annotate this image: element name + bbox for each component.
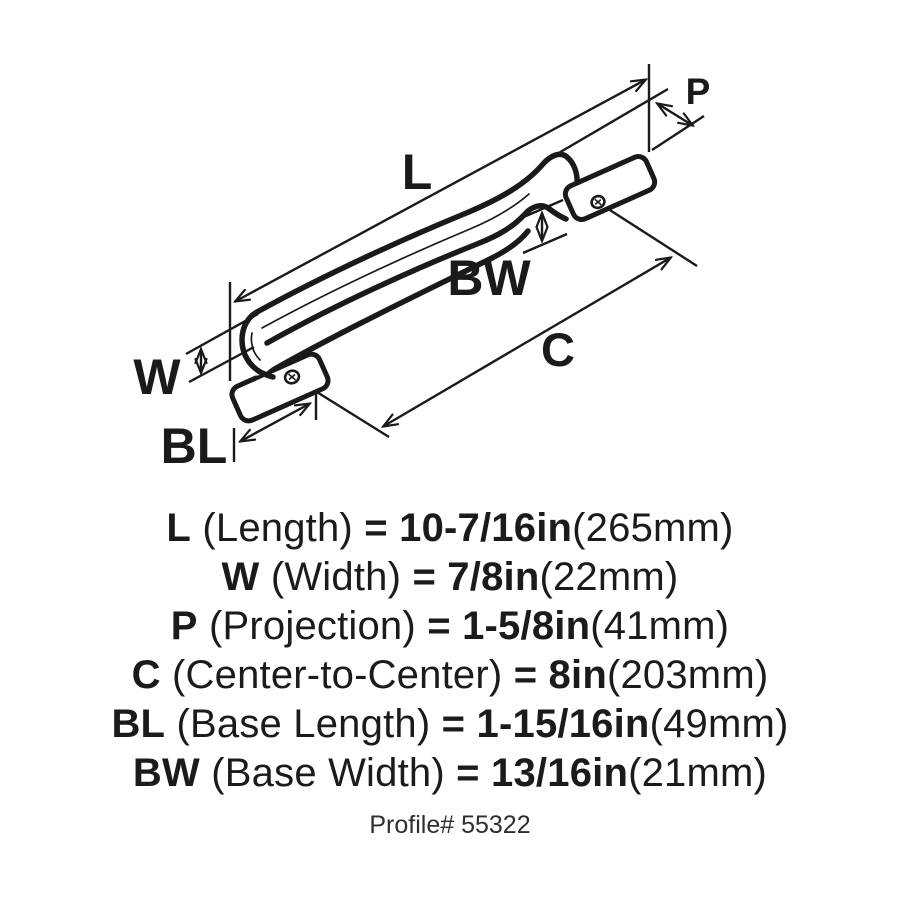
handle-bar: [239, 151, 580, 380]
spec-row-center-to-center: C (Center-to-Center) = 8in(203mm): [132, 651, 769, 700]
spec-abbr: P: [170, 604, 198, 648]
spec-row-projection: P (Projection) = 1-5/8in(41mm): [171, 602, 729, 651]
spec-abbr: W: [221, 555, 260, 599]
c-extension-right: [601, 203, 698, 268]
spec-value: = 10-7/16in: [364, 506, 573, 550]
bar-inner-highlight: [261, 193, 530, 329]
bar-bottom-contour: [270, 228, 531, 373]
spec-metric: (21mm): [628, 751, 768, 795]
spec-metric: (49mm): [649, 702, 789, 746]
p-dimension-arrow: [658, 104, 692, 125]
left-screw: [283, 369, 301, 385]
bw-extension-lower: [522, 232, 568, 255]
spec-row-base-width: BW (Base Width) = 13/16in(21mm): [133, 749, 767, 798]
handle-diagram: L P BW C W BL: [133, 64, 711, 474]
spec-value: = 7/8in: [412, 555, 540, 599]
spec-name: (Base Width): [199, 751, 457, 795]
p-extension-upper: [544, 87, 669, 163]
label-C: C: [541, 323, 575, 376]
spec-metric: (41mm): [590, 604, 730, 648]
dimension-lines: [185, 64, 705, 462]
bar-mid-contour: [264, 203, 569, 346]
spec-abbr: C: [131, 653, 161, 697]
bar-top-contour: [254, 151, 580, 315]
spec-row-width: W (Width) = 7/8in(22mm): [222, 553, 679, 602]
spec-name: (Base Length): [165, 702, 442, 746]
spec-value: = 8in: [513, 653, 607, 697]
spec-value: = 1-15/16in: [441, 702, 650, 746]
spec-name: (Center-to-Center): [160, 653, 514, 697]
spec-name: (Projection): [197, 604, 428, 648]
right-base-plate: [562, 154, 658, 222]
label-BL: BL: [161, 418, 228, 474]
label-P: P: [686, 71, 711, 112]
label-BW: BW: [447, 250, 531, 306]
bar-left-tip-highlight: [250, 332, 261, 361]
spec-metric: (22mm): [539, 555, 679, 599]
label-W: W: [133, 349, 181, 405]
right-screw: [590, 194, 606, 210]
spec-row-length: L (Length) = 10-7/16in(265mm): [166, 504, 733, 553]
c-dimension-line: [384, 258, 670, 426]
spec-list: L (Length) = 10-7/16in(265mm) W (Width) …: [0, 504, 900, 840]
spec-name: (Width): [259, 555, 413, 599]
spec-value: = 13/16in: [456, 751, 629, 795]
p-extension-lower: [651, 114, 705, 152]
spec-name: (Length): [191, 506, 365, 550]
left-neck-mask: [243, 350, 273, 376]
spec-metric: (265mm): [572, 506, 734, 550]
spec-abbr: BW: [132, 751, 200, 795]
bl-dimension-line: [241, 404, 309, 441]
profile-number: Profile# 55322: [369, 811, 531, 839]
spec-metric: (203mm): [606, 653, 769, 697]
bar-left-tip-curl: [239, 309, 276, 380]
label-L: L: [402, 144, 433, 200]
spec-abbr: BL: [111, 702, 166, 746]
l-dimension-line: [236, 80, 645, 301]
spec-abbr: L: [166, 506, 192, 550]
spec-value: = 1-5/8in: [427, 604, 591, 648]
spec-row-base-length: BL (Base Length) = 1-15/16in(49mm): [111, 700, 788, 749]
